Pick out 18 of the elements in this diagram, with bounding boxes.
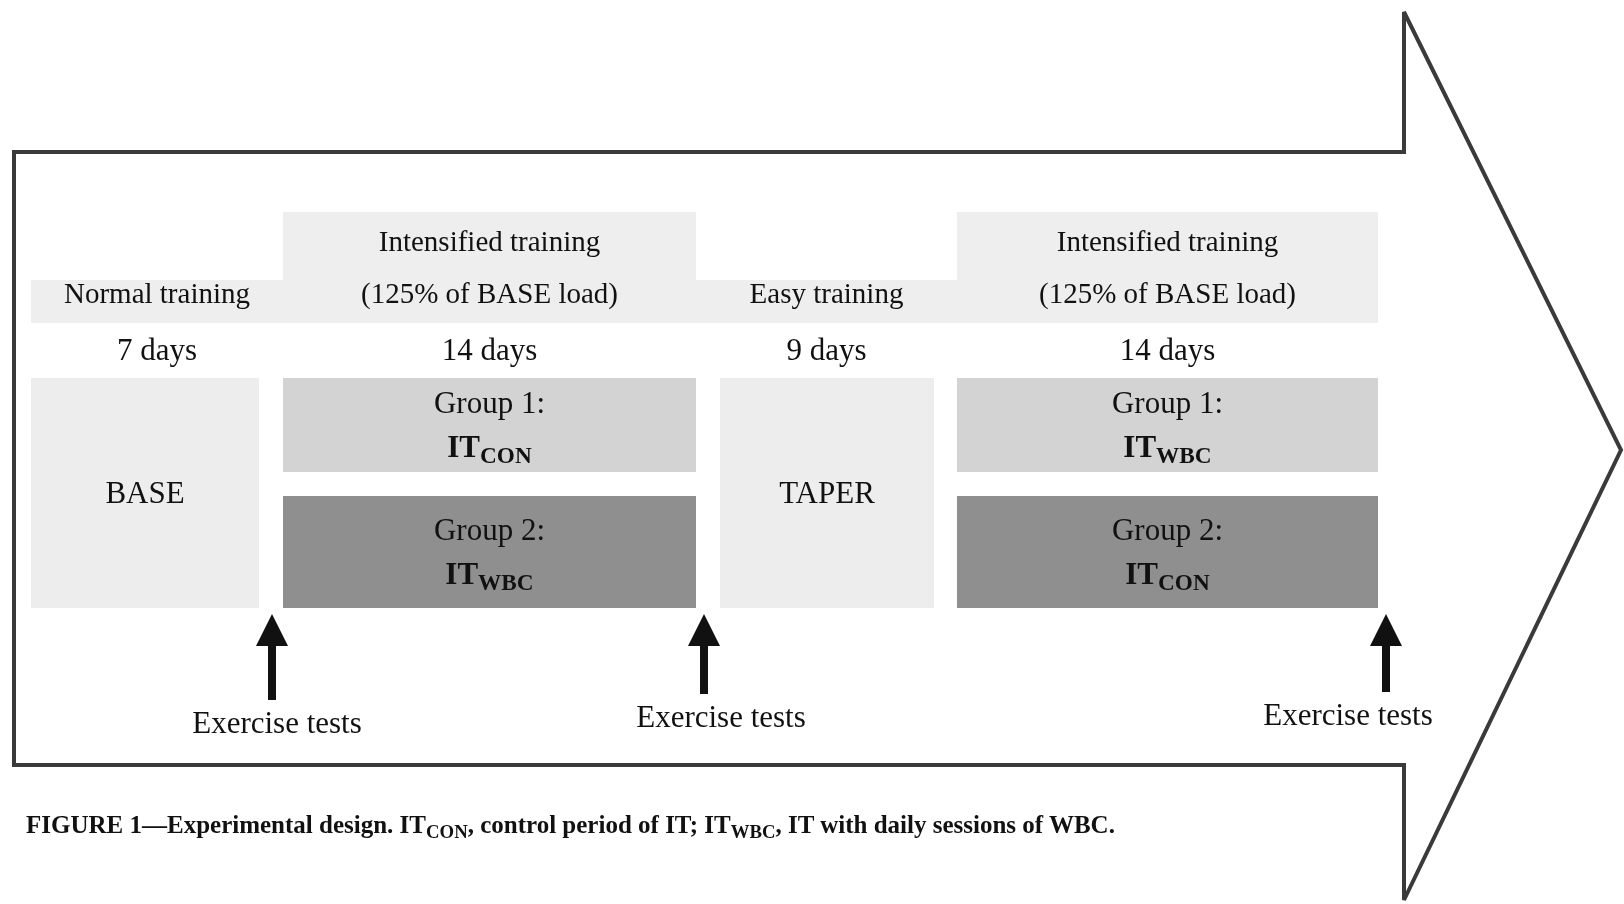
- duration-label: 14 days: [1118, 332, 1217, 368]
- phase-box: Group 1: IT$_{WBC}$: [957, 378, 1378, 472]
- phase-box: Group 2: IT$_{CON}$: [957, 496, 1378, 608]
- phase-box: BASE: [31, 378, 259, 608]
- phase-header: Intensified training (125% of BASE load): [283, 212, 696, 323]
- duration-label: 7 days: [115, 332, 199, 368]
- test-label: Exercise tests: [601, 698, 841, 736]
- phase-box: Group 2: IT$_{WBC}$: [283, 496, 696, 608]
- duration-label: 14 days: [440, 332, 539, 368]
- figure-caption: FIGURE 1—Experimental design. IT$_{CON}$, control period of IT; IT$_{WBC}$, IT with daily sessions of WBC.: [26, 810, 1115, 844]
- test-label: Exercise tests: [157, 704, 397, 742]
- duration-label: 9 days: [785, 332, 868, 368]
- test-label: Exercise tests: [1228, 696, 1468, 734]
- phase-box: TAPER: [720, 378, 934, 608]
- phase-header: Normal training: [31, 280, 283, 323]
- phase-box: Group 1: IT$_{CON}$: [283, 378, 696, 472]
- phase-header: Easy training: [696, 280, 957, 323]
- phase-header: Intensified training (125% of BASE load): [957, 212, 1378, 323]
